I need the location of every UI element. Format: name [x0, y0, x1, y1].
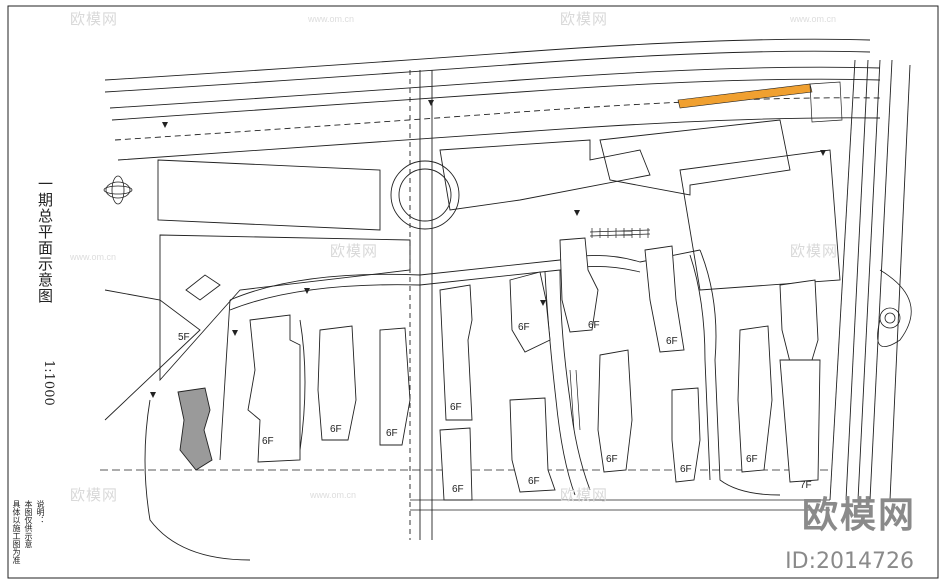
- parking-rows: [569, 81, 843, 431]
- watermark-text: 欧模网: [330, 242, 379, 260]
- residential-blocks: [247, 237, 821, 501]
- lotus-symbol: [103, 175, 133, 205]
- floor-label: 6F: [452, 484, 464, 495]
- watermark-url: www.om.cn: [70, 252, 117, 262]
- east-road: [829, 59, 911, 501]
- floor-labels: 6F 6F 6F 6F 6F 6F 6F 6F 6F 6F 6F 6F 5F 7…: [178, 320, 812, 495]
- floor-label: 6F: [606, 454, 618, 465]
- watermark-url: www.om.cn: [790, 14, 837, 24]
- drawing-border: [7, 5, 939, 579]
- floor-label: 5F: [178, 332, 190, 343]
- east-loop: [877, 269, 912, 347]
- notes-heading: 说明：: [36, 500, 45, 524]
- highlight-strip: [677, 83, 813, 109]
- floor-label: 6F: [262, 436, 274, 447]
- watermark-text: 欧模网: [70, 486, 119, 504]
- notes-line: 具体以施工图为准: [12, 500, 21, 564]
- south-road: [410, 499, 830, 511]
- watermark-text: 欧模网: [560, 10, 609, 28]
- watermark-text: 欧模网: [560, 486, 609, 504]
- markers: [150, 100, 826, 398]
- floor-label: 6F: [386, 428, 398, 439]
- notes-line: 本图仅供示意: [24, 500, 33, 548]
- drawing-scale: 1:1000: [41, 360, 56, 406]
- floor-label: 6F: [680, 464, 692, 475]
- internal-roads: [144, 249, 781, 561]
- drawing-title: 一期总平面示意图: [36, 176, 54, 304]
- drawing-notes: 说明： 本图仅供示意 具体以施工图为准: [6, 500, 46, 580]
- commercial-strip: [157, 119, 841, 291]
- brand-logo: 欧模网: [801, 495, 916, 536]
- watermark-text: 欧模网: [70, 10, 119, 28]
- watermark-text: 欧模网: [790, 242, 839, 260]
- watermark-url: www.om.cn: [310, 490, 357, 500]
- floor-label: 6F: [450, 402, 462, 413]
- hatched-block: [177, 387, 213, 471]
- floor-label: 6F: [746, 454, 758, 465]
- floor-label: 6F: [666, 336, 678, 347]
- roundabout: [390, 70, 460, 540]
- watermark-url: www.om.cn: [308, 14, 355, 24]
- brand-id: ID:2014726: [785, 549, 914, 574]
- floor-label: 6F: [588, 320, 600, 331]
- floor-label: 6F: [528, 476, 540, 487]
- floor-label: 7F: [800, 480, 812, 491]
- main-road: [104, 38, 881, 161]
- floor-label: 6F: [330, 424, 342, 435]
- floor-label: 6F: [518, 322, 530, 333]
- west-lot: [104, 234, 411, 421]
